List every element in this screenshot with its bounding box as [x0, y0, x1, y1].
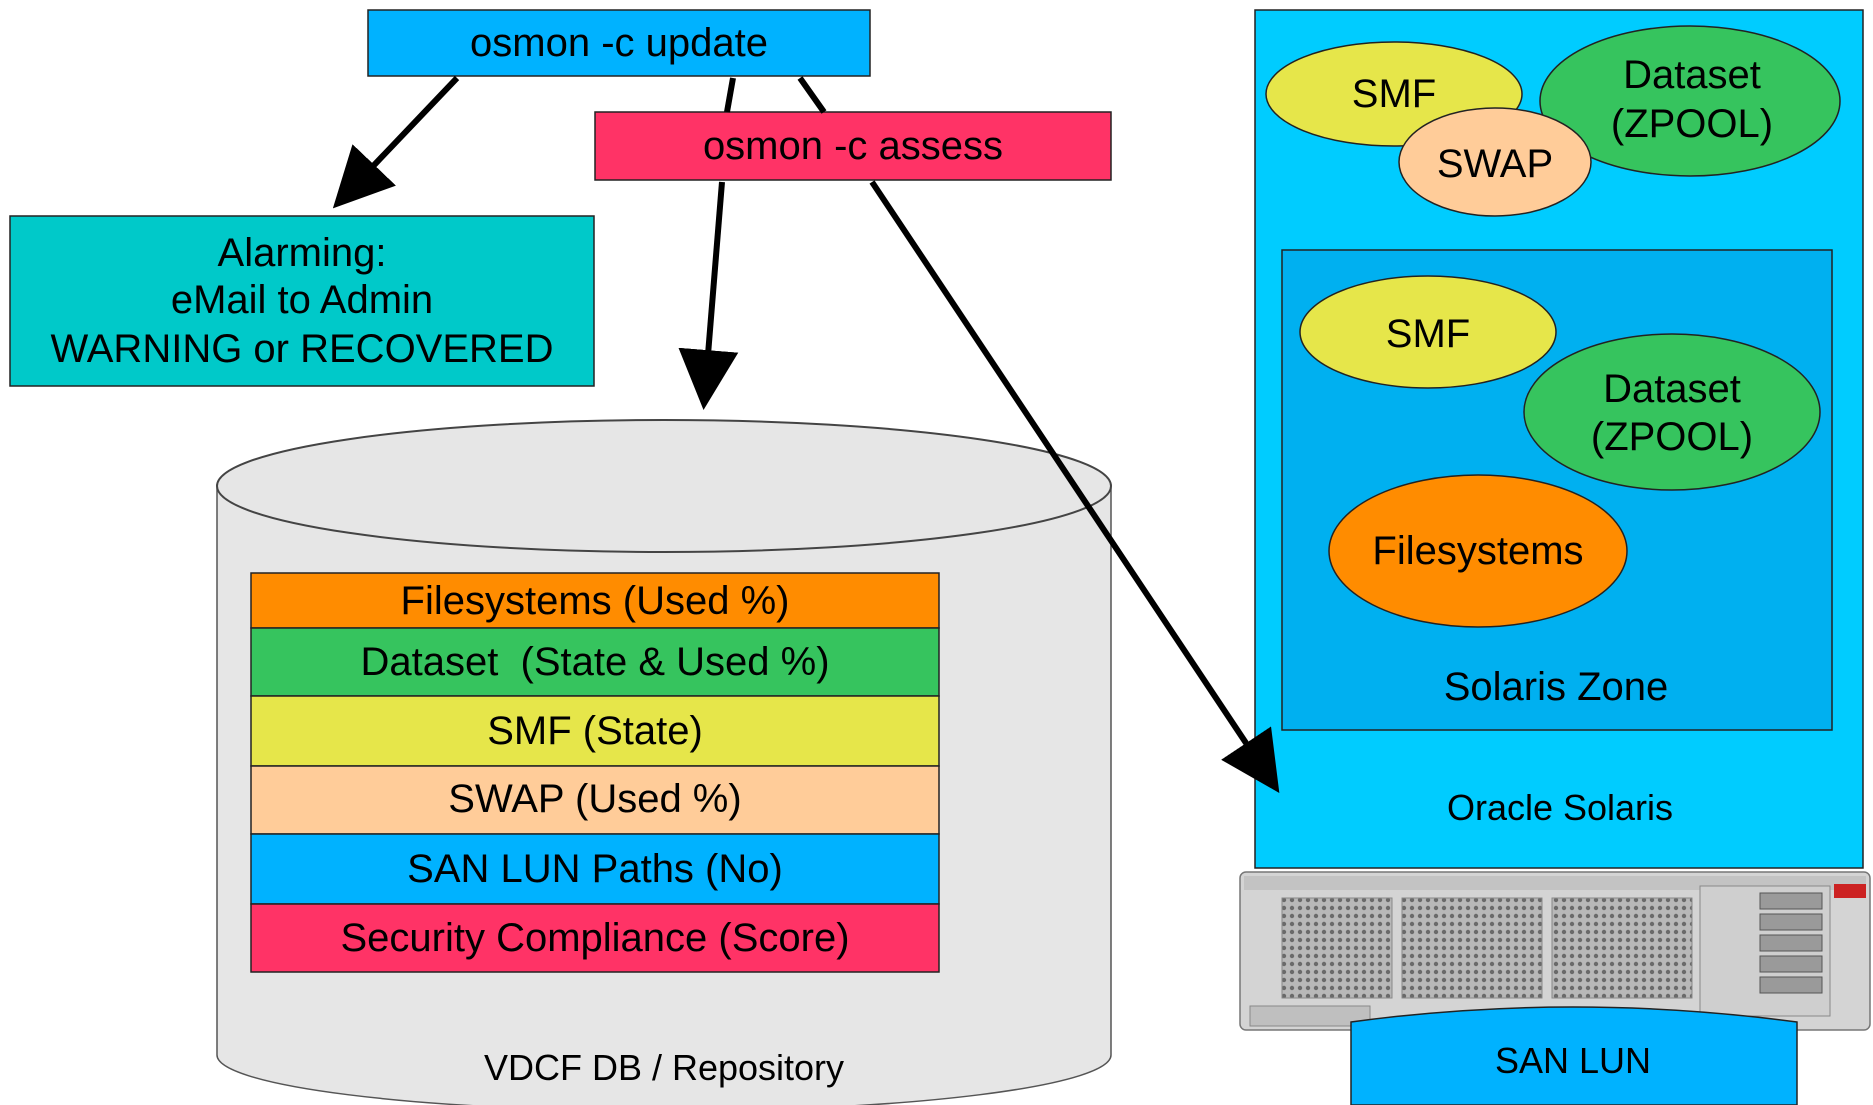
metric-row-swap: SWAP (Used %) [250, 765, 940, 835]
arrow-icon [724, 77, 736, 113]
dataset-ellipse [1539, 25, 1841, 177]
san-lun-box: SAN LUN [1350, 1006, 1798, 1105]
dataset-label-line-1: Dataset [1623, 53, 1761, 97]
metric-row-label: Filesystems (Used %) [401, 579, 790, 623]
dataset-label-line-2: (ZPOOL) [1611, 102, 1773, 146]
arrow-icon [869, 180, 1280, 793]
alarm-line-2: eMail to Admin [171, 278, 433, 322]
zone-filesystems-label: Filesystems [1372, 529, 1583, 573]
arrow-icon [678, 181, 739, 410]
arrow-icon [797, 76, 827, 114]
metric-row-dataset: Dataset (State & Used %) [250, 627, 940, 697]
oracle-solaris-label: Oracle Solaris [1447, 787, 1673, 828]
zone-smf-label: SMF [1386, 312, 1470, 356]
update-command-label: osmon -c update [470, 21, 768, 65]
metric-row-security-compliance: Security Compliance (Score) [250, 903, 940, 973]
repository-label: VDCF DB / Repository [484, 1047, 844, 1088]
san-lun-label: SAN LUN [1495, 1040, 1651, 1081]
metric-row-label: SAN LUN Paths (No) [407, 847, 783, 891]
zone-dataset-label-line-1: Dataset [1603, 367, 1741, 411]
update-command-box: osmon -c update [367, 9, 871, 77]
server-hardware-icon [1239, 871, 1871, 1031]
swap-ellipse [1398, 107, 1592, 217]
smf-label: SMF [1352, 72, 1436, 116]
solaris-zone-box: Solaris Zone SMF Dataset (ZPOOL) Filesys… [1281, 249, 1833, 731]
metric-row-san-lun-paths: SAN LUN Paths (No) [250, 833, 940, 905]
zone-smf-ellipse [1299, 275, 1557, 389]
alarm-line-3: WARNING or RECOVERED [50, 327, 553, 371]
solaris-zone-label: Solaris Zone [1444, 665, 1669, 709]
oracle-solaris-box: Oracle Solaris Dataset (ZPOOL) SMF SWAP … [1254, 9, 1864, 869]
swap-label: SWAP [1437, 142, 1553, 186]
metric-row-label: Dataset (State & Used %) [360, 640, 829, 684]
metric-row-label: Security Compliance (Score) [340, 916, 849, 960]
zone-filesystems-ellipse [1328, 474, 1628, 628]
arrow-icon [332, 75, 460, 209]
assess-command-box: osmon -c assess [594, 111, 1112, 181]
metric-row-filesystems: Filesystems (Used %) [250, 572, 940, 629]
alarm-box: Alarming: eMail to Admin WARNING or RECO… [9, 215, 595, 387]
metric-row-smf: SMF (State) [250, 695, 940, 767]
repository-metrics-table: Filesystems (Used %) Dataset (State & Us… [250, 572, 940, 973]
assess-command-label: osmon -c assess [703, 124, 1003, 168]
metric-row-label: SWAP (Used %) [448, 777, 741, 821]
zone-dataset-label-line-2: (ZPOOL) [1591, 415, 1753, 459]
alarm-line-1: Alarming: [218, 231, 387, 275]
zone-dataset-ellipse [1523, 333, 1821, 491]
metric-row-label: SMF (State) [487, 709, 703, 753]
